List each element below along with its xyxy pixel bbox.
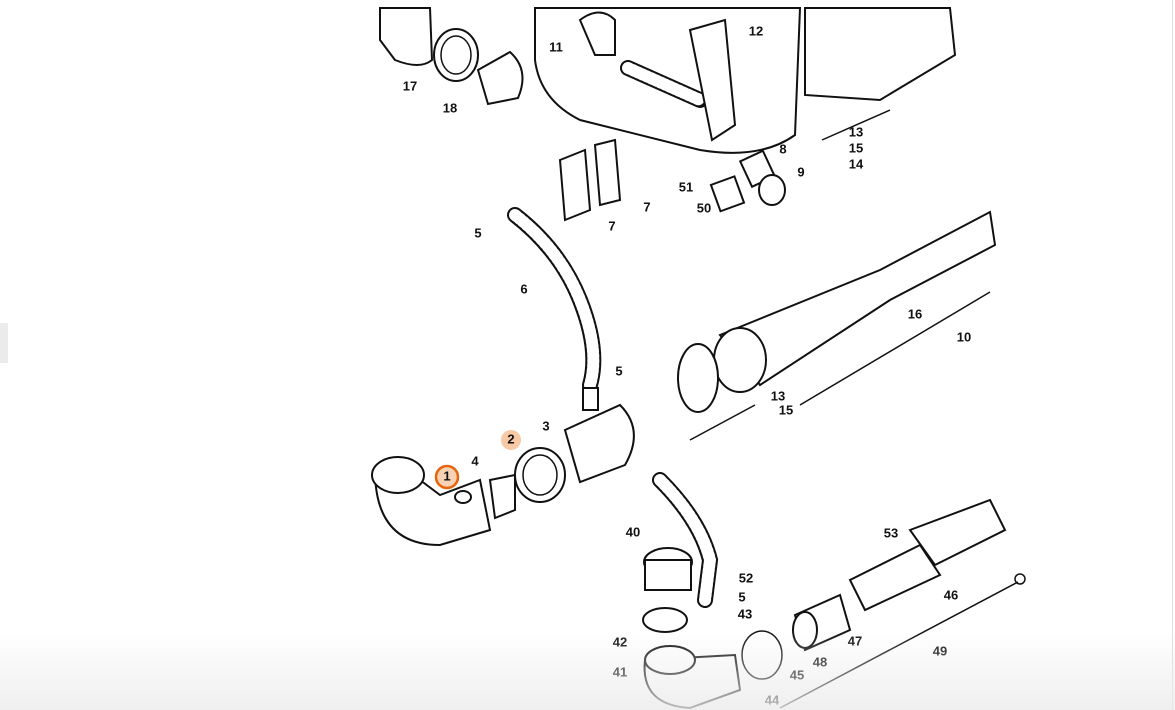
callout-label[interactable]: 6 [520, 281, 527, 296]
callout-label[interactable]: 16 [908, 306, 922, 321]
callout-label[interactable]: 13 [849, 124, 863, 139]
callout-label[interactable]: 1 [443, 468, 450, 483]
callout-label[interactable]: 2 [507, 431, 514, 446]
callout-label[interactable]: 44 [765, 692, 780, 707]
callout-label[interactable]: 49 [933, 643, 947, 658]
callout-1-highlight[interactable] [434, 464, 460, 490]
callout-label[interactable]: 42 [613, 634, 627, 649]
callout-label[interactable]: 43 [738, 606, 752, 621]
callout-label[interactable]: 18 [443, 100, 457, 115]
callout-label[interactable]: 13 [771, 388, 785, 403]
callout-label[interactable]: 17 [403, 78, 417, 93]
callout-label[interactable]: 5 [738, 589, 745, 604]
callout-label[interactable]: 51 [679, 179, 693, 194]
callout-label[interactable]: 4 [471, 453, 479, 468]
callout-label[interactable]: 15 [779, 402, 793, 417]
callout-label[interactable]: 3 [542, 418, 549, 433]
callout-label[interactable]: 45 [790, 667, 804, 682]
callout-2-highlight[interactable] [501, 430, 521, 450]
callout-label[interactable]: 10 [957, 329, 971, 344]
carousel-nav-tab[interactable] [0, 323, 8, 363]
callout-label[interactable]: 11 [549, 39, 563, 54]
callout-label[interactable]: 7 [643, 199, 650, 214]
callout-label[interactable]: 5 [474, 225, 481, 240]
callout-label[interactable]: 40 [626, 524, 640, 539]
callout-label[interactable]: 52 [739, 570, 753, 585]
callout-label[interactable]: 48 [813, 654, 827, 669]
callout-label[interactable]: 5 [615, 363, 622, 378]
callout-label[interactable]: 9 [797, 164, 804, 179]
callout-label[interactable]: 12 [749, 23, 763, 38]
callout-label[interactable]: 50 [697, 200, 711, 215]
callout-label[interactable]: 53 [884, 525, 898, 540]
callout-label[interactable]: 15 [849, 140, 863, 155]
callout-label[interactable]: 14 [849, 156, 864, 171]
panel-divider [1172, 0, 1173, 710]
part-shapes [371, 7, 1026, 710]
callout-label[interactable]: 41 [613, 664, 627, 679]
callout-label[interactable]: 7 [608, 218, 615, 233]
callout-label[interactable]: 8 [779, 141, 786, 156]
callout-label[interactable]: 46 [944, 587, 958, 602]
callout-label[interactable]: 47 [848, 633, 862, 648]
